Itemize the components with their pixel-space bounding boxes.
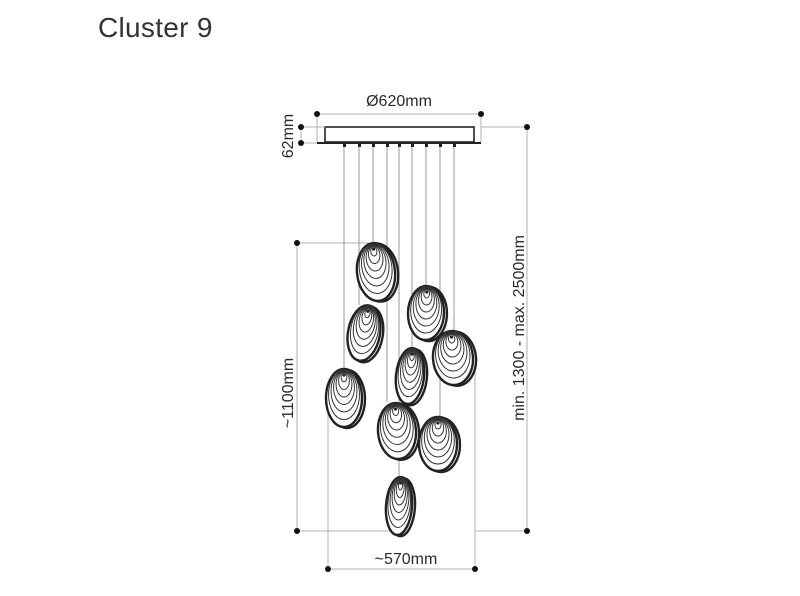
shell-pendant (324, 367, 367, 430)
canopy-sockets (343, 143, 456, 147)
canopy-height-dimension: 62mm (280, 114, 325, 158)
shell-pendant (355, 241, 400, 303)
shell-pendant (346, 304, 385, 364)
shell-pendant (431, 329, 478, 387)
page-title: Cluster 9 (98, 12, 213, 43)
canopy-height-label: 62mm (280, 114, 297, 158)
shell-pendant (406, 284, 449, 343)
shell-pendants (324, 241, 478, 538)
cluster-width-label: ~570mm (375, 551, 438, 568)
canopy (317, 126, 481, 147)
cluster-width-dimension: ~570mm (325, 370, 478, 572)
shell-pendant (376, 401, 421, 461)
cluster-height-dimension: ~1100mm (280, 240, 398, 534)
canopy-diameter-dimension: Ø620mm (314, 93, 484, 142)
total-length-label: min. 1300 - max. 2500mm (511, 235, 528, 421)
shell-pendant (384, 475, 417, 538)
canopy-diameter-label: Ø620mm (366, 93, 432, 110)
shell-pendant (417, 415, 462, 474)
cluster-height-label: ~1100mm (280, 358, 297, 428)
shell-pendant (394, 346, 429, 407)
total-length-dimension: min. 1300 - max. 2500mm (475, 124, 530, 534)
